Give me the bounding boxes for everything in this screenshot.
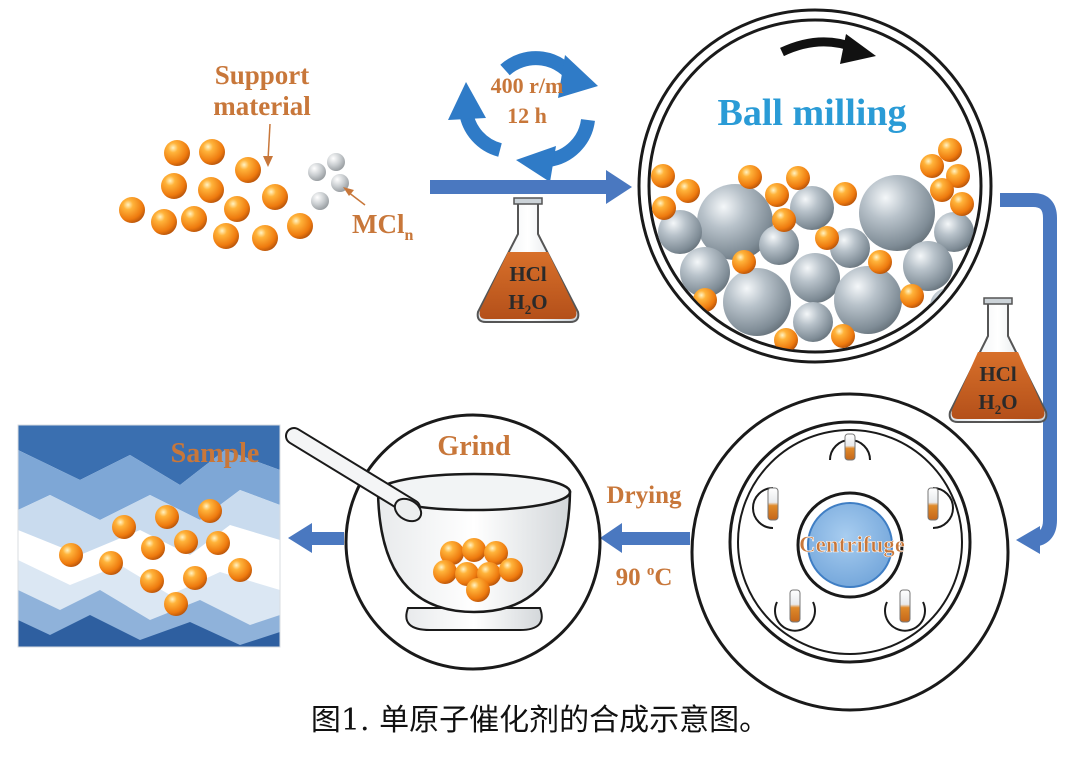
- rotation-direction-arrow: [840, 34, 876, 64]
- sample-background: [18, 425, 280, 647]
- mcln-pointer-line: [347, 191, 366, 206]
- support-particles: [119, 139, 313, 251]
- flask2-hcl-label: HCl: [979, 362, 1017, 386]
- centrifuge-label: Centrifuge: [799, 532, 905, 557]
- mcln-pointer-arrowhead: [343, 187, 354, 196]
- support-material-label-line1: Support: [215, 60, 310, 90]
- grind-label: Grind: [437, 431, 511, 462]
- flask1-h2o-label: H2O: [508, 290, 547, 317]
- speed-label: 400 r/m: [491, 73, 564, 98]
- mortar-base: [405, 607, 543, 631]
- rotation-cycle-icon: 400 r/m 12 h: [448, 51, 598, 182]
- mcln-label-main: MCl: [352, 209, 405, 239]
- arrow-to-sample: [288, 523, 344, 553]
- temperature-label: 90 oC: [616, 563, 673, 591]
- flask1-hcl-label: HCl: [509, 262, 547, 286]
- arrow-to-centrifuge: [1000, 193, 1057, 554]
- sample-label: Sample: [171, 438, 260, 469]
- grind-mortar: Grind: [285, 413, 602, 671]
- support-material-group: Support material MCln: [119, 60, 413, 251]
- ball-milling-jar: Ball milling: [637, 8, 993, 364]
- support-material-label-line2: material: [213, 91, 311, 121]
- flask-hcl-h2o-2: HCl H2O: [948, 297, 1048, 423]
- mcln-label-subscript: n: [404, 227, 413, 244]
- flask2-h2o-label: H2O: [978, 390, 1017, 417]
- flask-hcl-h2o-1: HCl H2O: [476, 197, 580, 323]
- figure-caption: 图1. 单原子催化剂的合成示意图。: [310, 703, 770, 738]
- mortar-particles: [433, 538, 523, 602]
- pestle: [285, 427, 423, 523]
- support-pointer-line: [267, 123, 271, 161]
- arrow-to-grind: Drying 90 oC: [600, 482, 690, 591]
- ball-milling-label: Ball milling: [718, 92, 907, 134]
- mcln-label: MCln: [352, 209, 413, 244]
- arrow-to-ball-milling: [430, 170, 632, 204]
- support-pointer-arrowhead: [263, 156, 273, 167]
- drying-label: Drying: [607, 482, 683, 509]
- sample-particles: [59, 499, 252, 616]
- mcln-particles: [308, 153, 349, 210]
- time-label: 12 h: [507, 103, 547, 128]
- sample-panel: Sample: [17, 424, 281, 648]
- centrifuge: Centrifuge: [690, 392, 1010, 712]
- centrifuge-tubes: [752, 433, 954, 632]
